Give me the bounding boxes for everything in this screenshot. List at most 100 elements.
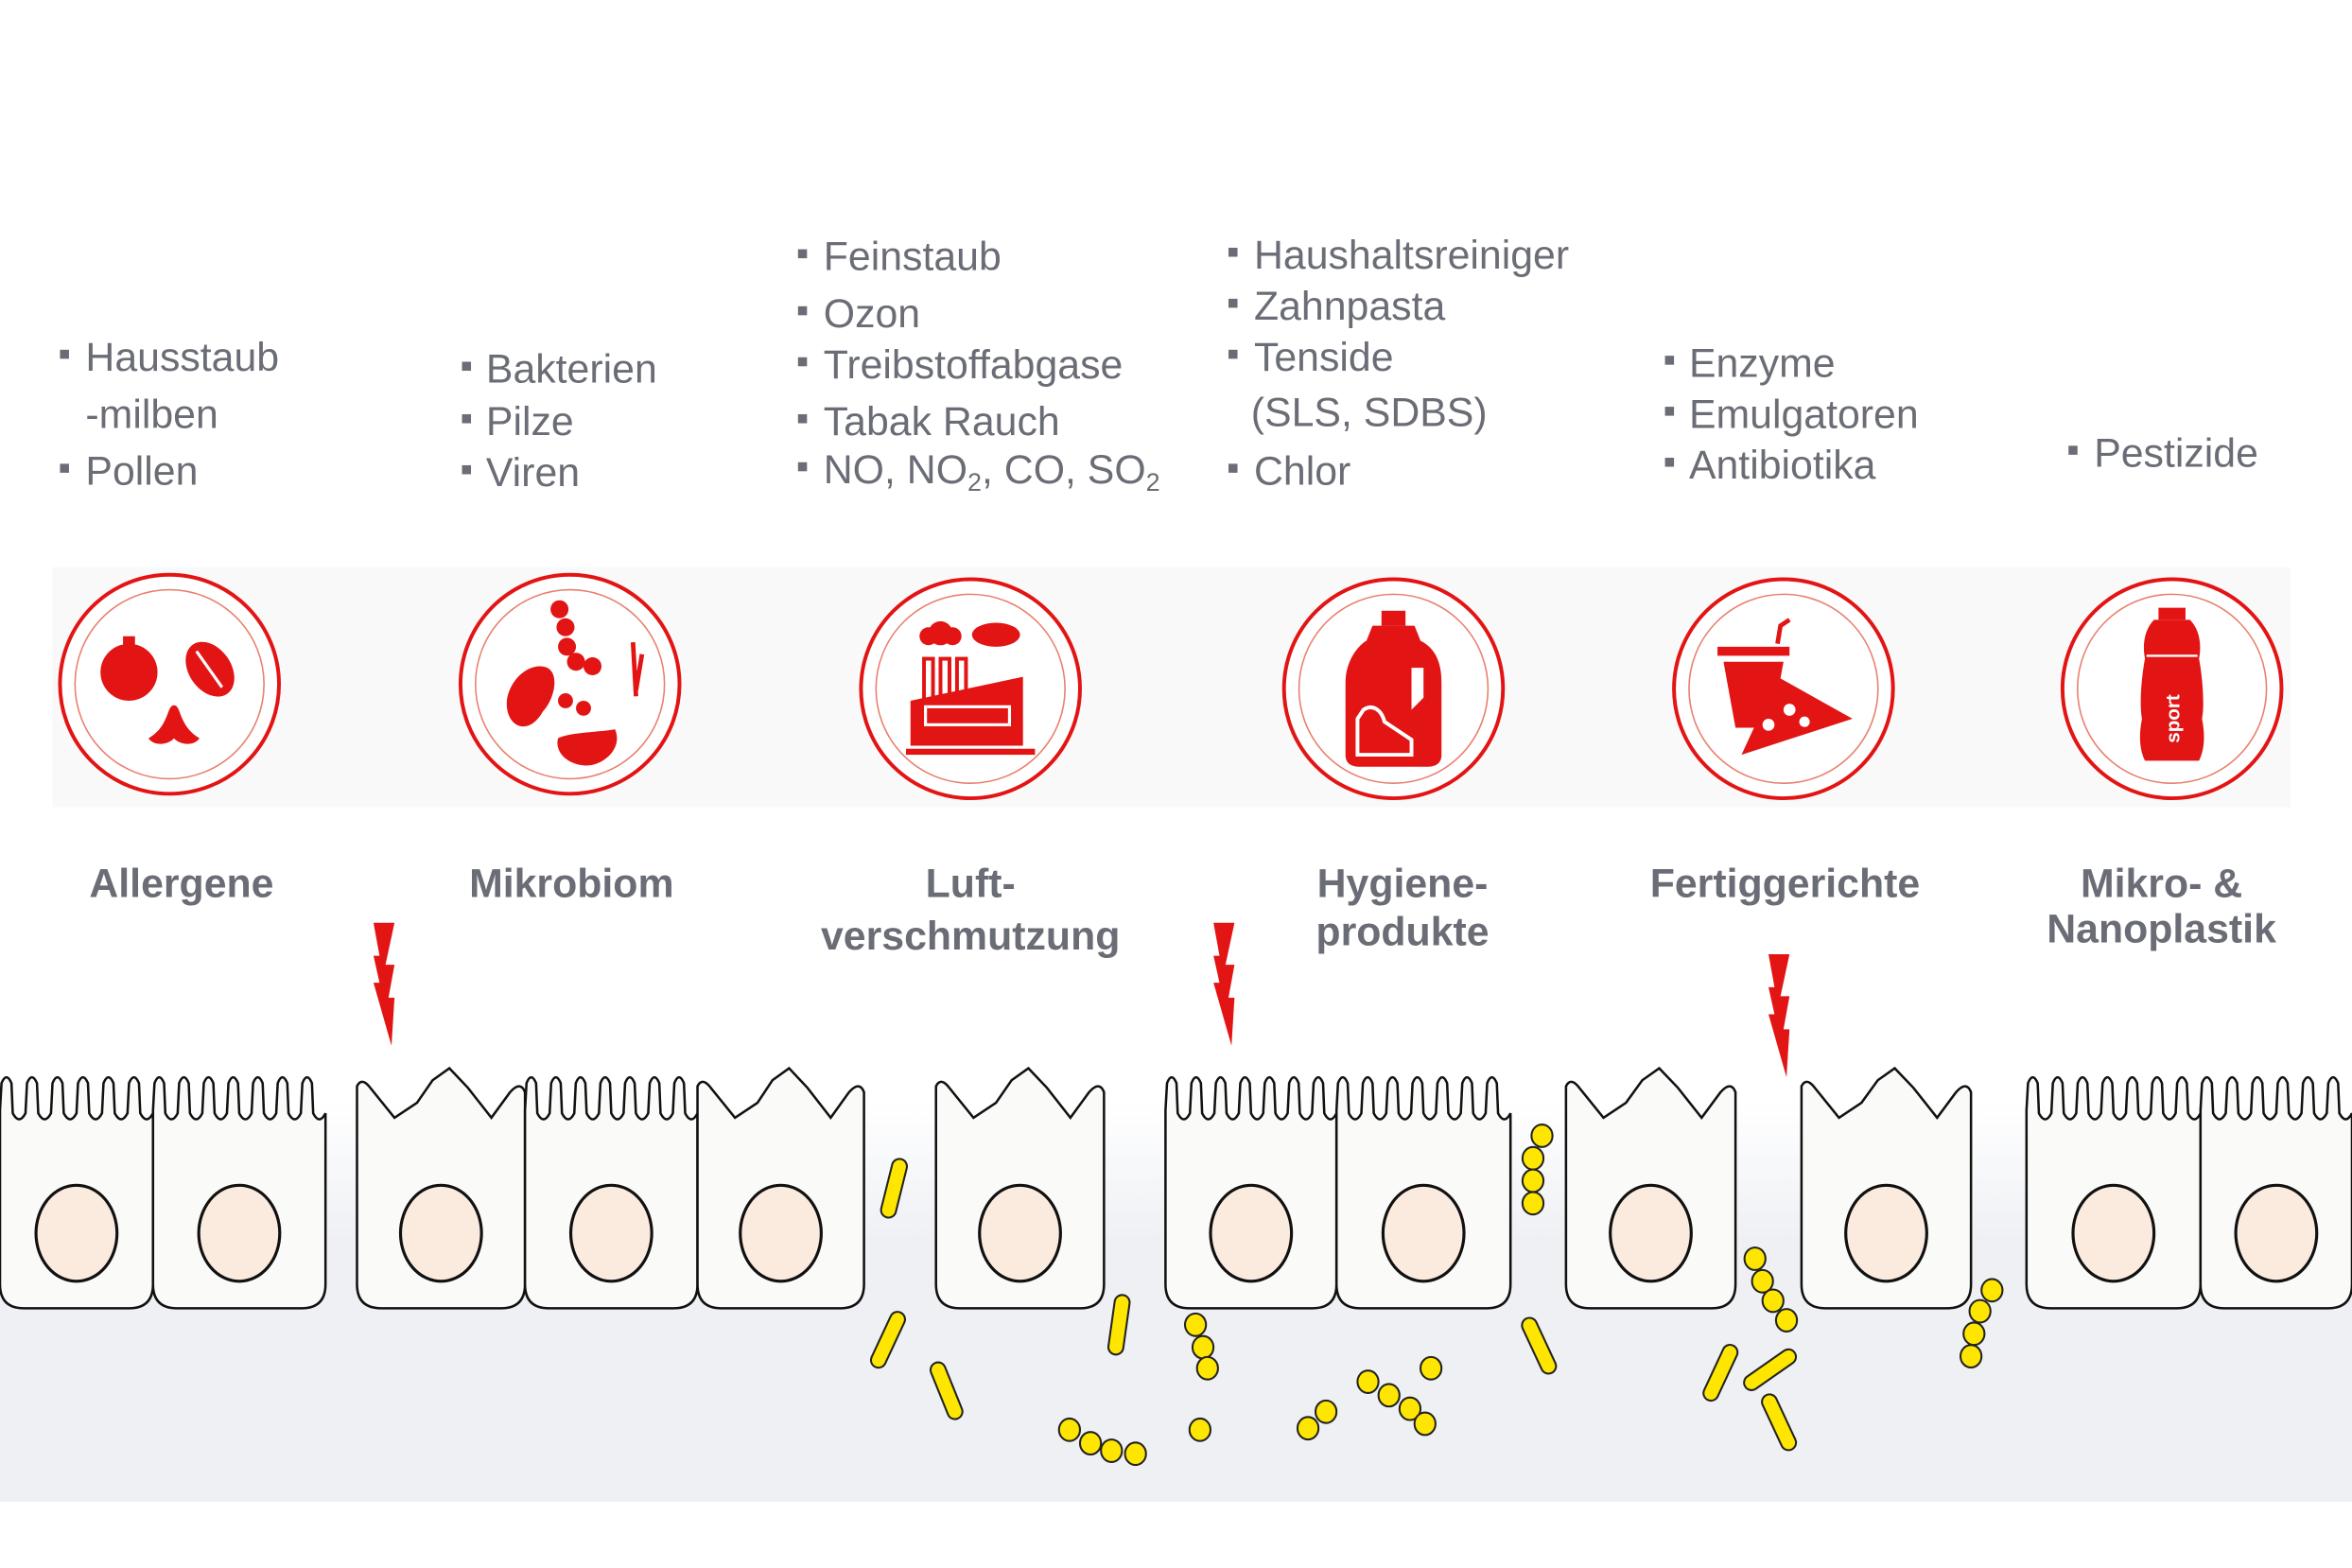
- cell-nucleus: [1844, 1183, 1928, 1283]
- detergent-bottle-icon: [1345, 610, 1442, 767]
- svg-text:NO, NO2, CO, SO2: NO, NO2, CO, SO2: [824, 447, 1160, 497]
- label-luft-1: Luft-: [926, 862, 1016, 907]
- cell-nucleus: [2234, 1183, 2319, 1283]
- list-mikrobiom: Bakterien Pilze Viren: [462, 347, 657, 496]
- fast-food-icon: [1717, 618, 1853, 756]
- microbe-icon: [506, 600, 645, 766]
- icon-inner-ring: [1298, 593, 1490, 784]
- label-luft-2: verschmutzung: [821, 914, 1120, 959]
- svg-text:Pestizide: Pestizide: [2094, 431, 2258, 477]
- bacterium-rod: [1761, 1393, 1798, 1452]
- label-hygiene-2: produkte: [1315, 910, 1489, 955]
- svg-text:Emulgatoren: Emulgatoren: [1689, 392, 1919, 437]
- bacterium-coccus: [1959, 1344, 1983, 1369]
- svg-text:Tabak Rauch: Tabak Rauch: [824, 399, 1060, 444]
- label-fertiggerichte: Fertiggerichte: [1650, 862, 1920, 907]
- bacterium-coccus: [1188, 1417, 1212, 1442]
- bacterium-coccus: [1968, 1298, 1992, 1324]
- cell-nucleus: [2071, 1183, 2156, 1283]
- cell-nucleus: [1209, 1183, 1294, 1283]
- cell-nucleus: [34, 1183, 119, 1283]
- bacterium-coccus: [1057, 1417, 1082, 1442]
- lightning-bolt-icon: [1213, 922, 1235, 1046]
- cell-nucleus: [197, 1183, 282, 1283]
- icon-inner-ring: [74, 588, 265, 780]
- icon-ring: [458, 572, 682, 796]
- bacterium-coccus: [1398, 1396, 1422, 1421]
- bacterium-rod: [1702, 1344, 1739, 1402]
- svg-text:Bakterien: Bakterien: [486, 347, 657, 392]
- svg-text:Feinstaub: Feinstaub: [824, 235, 1002, 280]
- bacterium-coccus: [1191, 1334, 1215, 1360]
- list-fertiggerichte: Enzyme Emulgatoren Antibiotika: [1664, 340, 1919, 488]
- cell-nucleus: [978, 1183, 1062, 1283]
- bacterium-coccus: [1100, 1438, 1124, 1463]
- cell-nucleus: [1381, 1183, 1466, 1283]
- bacterium-coccus: [1078, 1431, 1103, 1456]
- svg-text:Pilze: Pilze: [486, 399, 574, 444]
- svg-text:(SLS, SDBS): (SLS, SDBS): [1251, 391, 1488, 436]
- cell-nucleus: [568, 1183, 653, 1283]
- bacterium-coccus: [1761, 1288, 1785, 1314]
- bacterium-coccus: [1356, 1369, 1380, 1394]
- list-plastik: Pestizide: [2068, 431, 2258, 477]
- label-mikrobiom: Mikrobiom: [469, 862, 673, 907]
- cell-nucleus: [398, 1183, 483, 1283]
- bacterium-coccus: [1530, 1124, 1554, 1148]
- bacterium-coccus: [1195, 1355, 1219, 1381]
- svg-text:Enzyme: Enzyme: [1689, 340, 1836, 386]
- svg-text:Tenside: Tenside: [1254, 335, 1394, 380]
- svg-text:Antibiotika: Antibiotika: [1689, 443, 1876, 488]
- label-hygiene-1: Hygiene-: [1317, 862, 1489, 907]
- bacterium-coccus: [1521, 1168, 1545, 1193]
- bacterium-coccus: [1296, 1416, 1320, 1441]
- plastic-bottle-icon: sport: [2139, 607, 2204, 761]
- bacterium-rod: [1521, 1316, 1558, 1375]
- icon-inner-ring: [474, 588, 666, 780]
- bacterium-rod: [929, 1361, 964, 1420]
- svg-text:Viren: Viren: [486, 450, 580, 496]
- factory-icon: [906, 620, 1036, 756]
- bacterium-coccus: [1980, 1278, 2004, 1303]
- svg-text:Hausstaub: Hausstaub: [85, 335, 279, 380]
- bacterium-coccus: [1751, 1268, 1774, 1294]
- svg-text:Chlor: Chlor: [1254, 449, 1350, 495]
- lightning-bolt-icon: [1768, 954, 1790, 1078]
- label-allergene: Allergene: [89, 862, 273, 907]
- bacterium-coccus: [1420, 1355, 1443, 1381]
- bacterium-coccus: [1183, 1312, 1208, 1337]
- bacterium-rod: [1743, 1348, 1798, 1391]
- icon-inner-ring: [875, 593, 1066, 784]
- bacterium-coccus: [1774, 1308, 1799, 1333]
- bacterium-rod: [869, 1311, 906, 1369]
- icon-inner-ring: [1688, 593, 1879, 784]
- svg-text:Treibstoffabgase: Treibstoffabgase: [824, 342, 1124, 388]
- icon-ring: [58, 572, 281, 796]
- cell-nucleus: [739, 1183, 823, 1283]
- svg-text:-milben: -milben: [85, 392, 218, 437]
- icon-inner-ring: [2076, 593, 2268, 784]
- label-plastik-2: Nanoplastik: [2047, 906, 2276, 951]
- bacterium-coccus: [1743, 1246, 1767, 1271]
- list-luft: Feinstaub Ozon Treibstoffabgase Tabak Ra…: [797, 235, 1160, 497]
- label-plastik-1: Mikro- &: [2081, 862, 2242, 907]
- allergen-icon: [100, 636, 235, 744]
- icon-band: [52, 566, 2291, 808]
- cell-nucleus: [1609, 1183, 1693, 1283]
- bacterium-rod: [880, 1158, 909, 1219]
- bottle-sport-text: sport: [2163, 694, 2185, 743]
- svg-text:Pollen: Pollen: [85, 449, 198, 495]
- bacterium-coccus: [1521, 1191, 1545, 1216]
- svg-text:Haushaltsreiniger: Haushaltsreiniger: [1254, 233, 1569, 278]
- lightning-bolt-icon: [373, 922, 395, 1046]
- list-hygiene: Haushaltsreiniger Zahnpasta Tenside (SLS…: [1228, 233, 1569, 495]
- svg-text:Zahnpasta: Zahnpasta: [1254, 284, 1446, 329]
- list-allergene: Hausstaub -milben Pollen: [60, 335, 279, 495]
- bacterium-coccus: [1377, 1383, 1401, 1408]
- bacterium-coccus: [1124, 1441, 1147, 1467]
- bacterium-rod: [1106, 1294, 1131, 1356]
- bacterium-coccus: [1314, 1399, 1338, 1424]
- bacterium-coccus: [1962, 1321, 1986, 1347]
- bacterium-coccus: [1413, 1411, 1437, 1437]
